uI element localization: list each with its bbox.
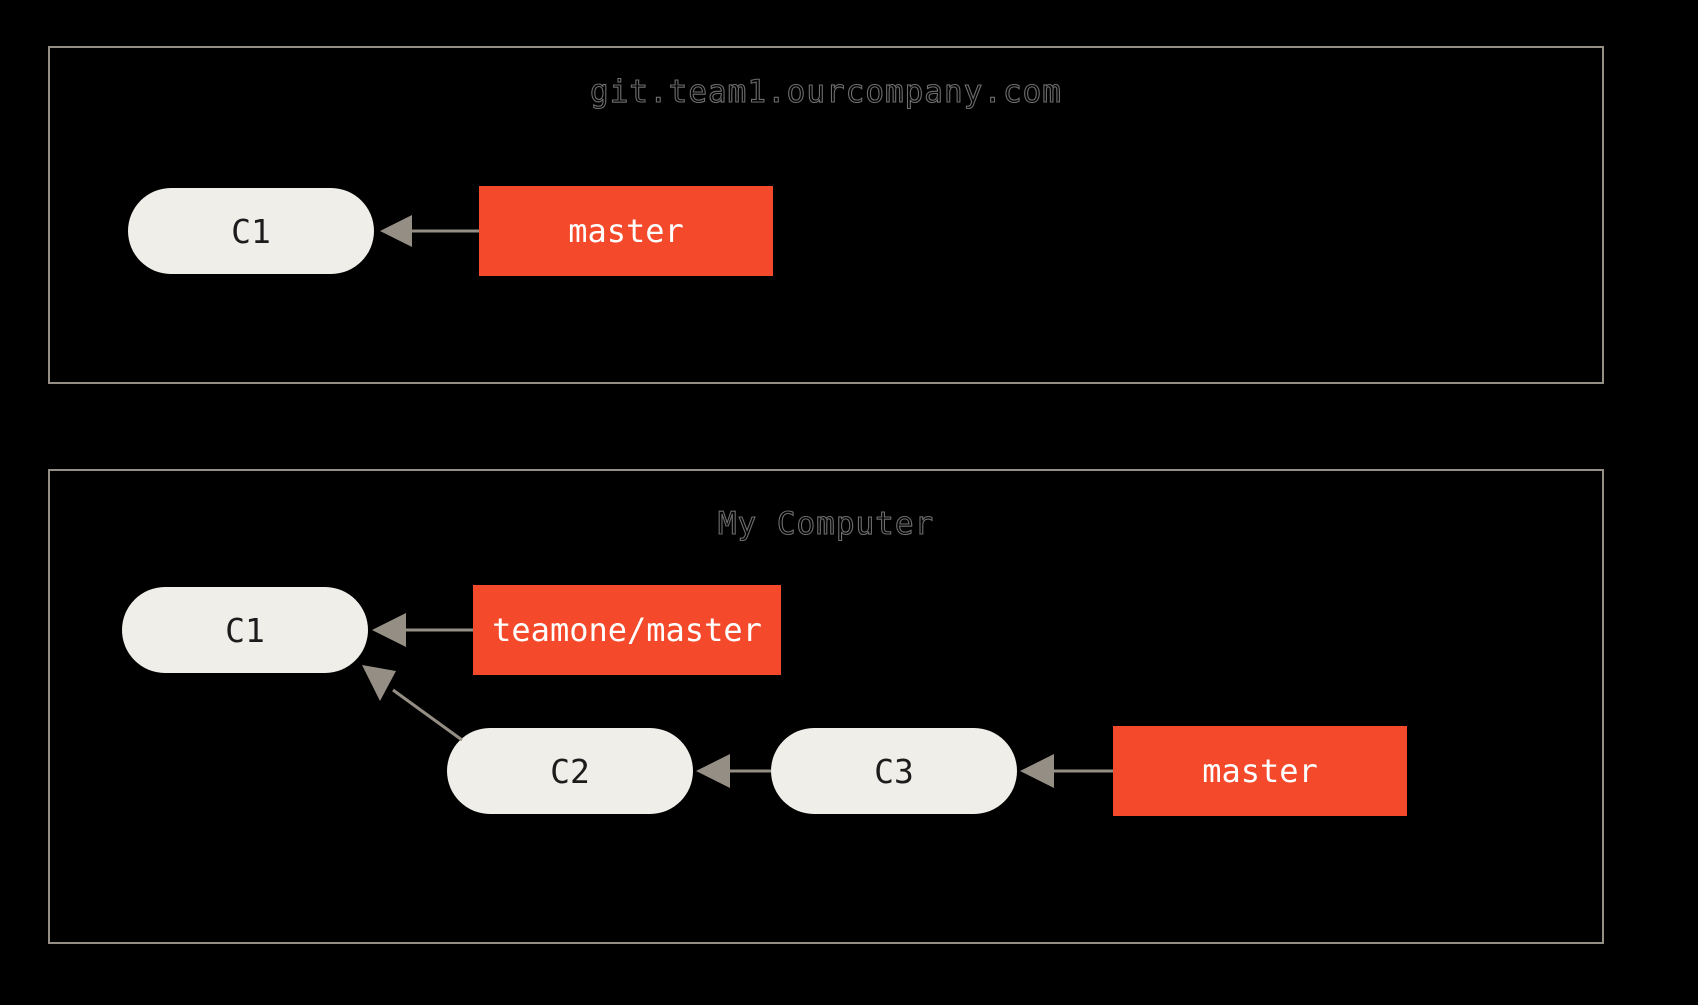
panel-title-server: git.team1.ourcompany.com xyxy=(589,73,1062,110)
branch-label-master-local[interactable]: master xyxy=(1113,726,1407,816)
branch-label-teamone-master[interactable]: teamone/master xyxy=(473,585,781,675)
commit-node-c3[interactable]: C3 xyxy=(771,728,1017,814)
commit-node-c1-server[interactable]: C1 xyxy=(128,188,374,274)
panel-local-repository: My Computer xyxy=(48,469,1604,944)
panel-title-local: My Computer xyxy=(717,505,935,542)
commit-node-c1-local[interactable]: C1 xyxy=(122,587,368,673)
commit-node-c2[interactable]: C2 xyxy=(447,728,693,814)
branch-label-master-server[interactable]: master xyxy=(479,186,773,276)
